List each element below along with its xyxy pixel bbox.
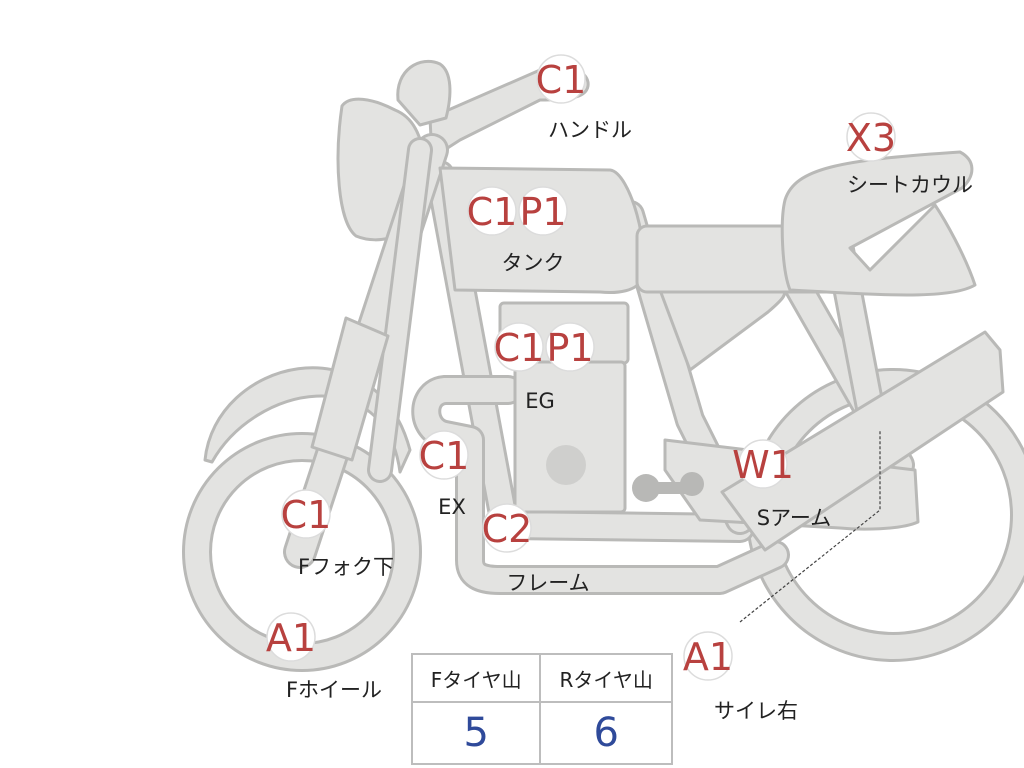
callout-muffler-right: A1 サイレ右 — [683, 631, 798, 723]
label-frame: フレーム — [506, 571, 589, 595]
badge-fork-lower: C1 — [281, 493, 332, 537]
muffler-leader-line — [739, 430, 881, 623]
callout-tank: C1 P1 タンク — [467, 186, 568, 275]
front-tread-header: Fタイヤ山 — [410, 653, 542, 703]
callout-fork-lower: C1 Fフォク下 — [281, 489, 394, 579]
muffler — [720, 330, 1005, 552]
badge-engine-c: C1 — [494, 326, 545, 370]
label-muffler-right: サイレ右 — [714, 699, 798, 723]
tire-tread-table: Fタイヤ山 Rタイヤ山 5 6 — [410, 653, 673, 765]
label-tank: タンク — [502, 251, 565, 275]
rear-tread-header: Rタイヤ山 — [539, 653, 673, 703]
label-seat-cowl: シートカウル — [847, 173, 973, 197]
brake-rod-end-left — [632, 474, 660, 502]
badge-tank-c: C1 — [467, 190, 518, 234]
callout-front-wheel: A1 Fホイール — [266, 612, 382, 702]
callout-swing-arm: W1 Sアーム — [732, 439, 831, 530]
badge-front-wheel: A1 — [266, 616, 316, 660]
label-exhaust: EX — [438, 495, 466, 519]
engine-cover — [546, 445, 586, 485]
badge-exhaust: C1 — [419, 434, 470, 478]
label-swing-arm: Sアーム — [757, 506, 831, 530]
badge-muffler-right: A1 — [683, 635, 733, 679]
label-front-wheel: Fホイール — [286, 678, 382, 702]
brake-rod-end-right — [680, 472, 704, 496]
callout-frame: C2 フレーム — [482, 503, 590, 595]
callout-engine: C1 P1 EG — [494, 322, 595, 413]
front-tread-value: 5 — [410, 701, 542, 765]
fork-lower-cover — [310, 316, 390, 462]
callout-exhaust: C1 EX — [419, 430, 470, 519]
tread-table-value-row: 5 6 — [410, 701, 673, 765]
badge-engine-p: P1 — [546, 326, 593, 370]
badge-seat-cowl: X3 — [846, 116, 896, 160]
handlebar-grip — [396, 59, 452, 127]
label-fork-lower: Fフォク下 — [298, 555, 394, 579]
tread-table-header-row: Fタイヤ山 Rタイヤ山 — [410, 653, 673, 703]
rear-tread-value: 6 — [539, 701, 673, 765]
label-handle: ハンドル — [548, 118, 632, 142]
badge-tank-p: P1 — [519, 190, 566, 234]
badge-swing-arm: W1 — [732, 443, 794, 487]
badge-frame: C2 — [482, 507, 533, 551]
badge-handle: C1 — [536, 58, 587, 102]
callout-handle: C1 ハンドル — [536, 54, 632, 142]
callout-seat-cowl: X3 シートカウル — [846, 112, 973, 197]
label-engine: EG — [525, 389, 555, 413]
engine-lower — [513, 360, 627, 514]
